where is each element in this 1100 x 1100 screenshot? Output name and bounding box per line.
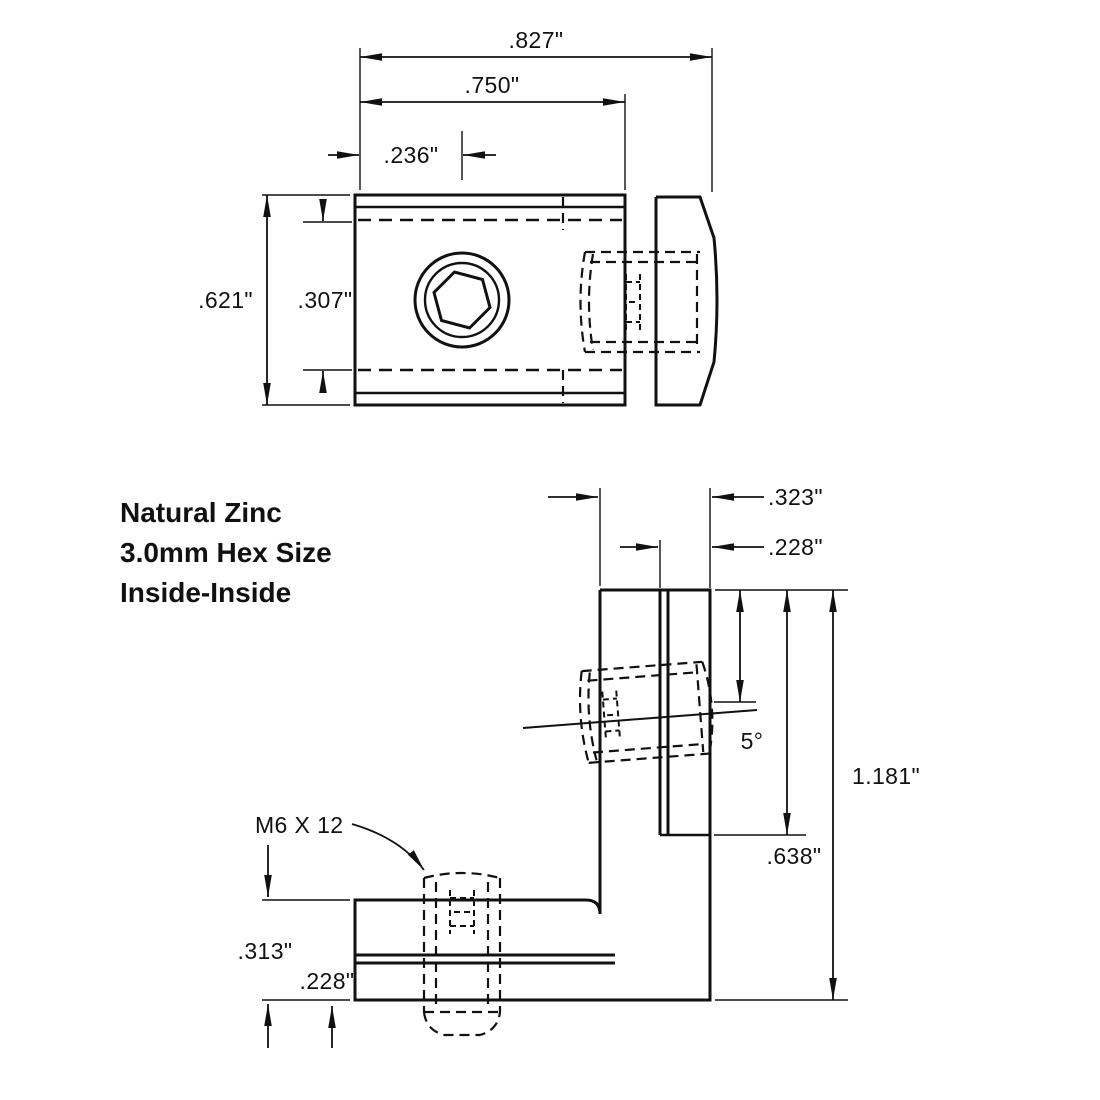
dim-body-width-label: .750" bbox=[465, 72, 520, 98]
dim-total-height-label: .621" bbox=[198, 287, 253, 313]
dim-depth-label: .323" bbox=[768, 484, 823, 510]
top-view-part bbox=[353, 193, 719, 407]
angle-centerline bbox=[522, 709, 758, 729]
dim-angle-label: 5° bbox=[741, 728, 764, 754]
top-view: .827" .750" .236" .621" .307" bbox=[198, 27, 719, 407]
dim-slot-label: .228" bbox=[768, 534, 823, 560]
dim-inner-height-label: .307" bbox=[298, 287, 353, 313]
dim-offset-label: .236" bbox=[384, 142, 439, 168]
tilted-set-screw bbox=[578, 660, 714, 764]
hex-socket bbox=[432, 270, 492, 330]
nut-body bbox=[353, 193, 627, 407]
vertical-screw-m6 bbox=[422, 871, 502, 1037]
flange-head bbox=[654, 195, 719, 407]
bottom-view-dimensions: .323" .228" 1.181" .638" 5° M6 X 12 .313… bbox=[238, 484, 920, 1048]
l-bracket-outline bbox=[353, 588, 712, 1002]
material-notes: Natural Zinc 3.0mm Hex Size Inside-Insid… bbox=[120, 497, 332, 608]
screw-callout-label: M6 X 12 bbox=[255, 812, 343, 838]
top-view-dimensions: .827" .750" .236" .621" .307" bbox=[198, 27, 713, 406]
socket-inner-circle bbox=[423, 261, 501, 339]
bottom-view: .323" .228" 1.181" .638" 5° M6 X 12 .313… bbox=[238, 484, 920, 1048]
note-line-2: 3.0mm Hex Size bbox=[120, 537, 332, 568]
dim-total-width-label: .827" bbox=[509, 27, 564, 53]
screw-callout-leader bbox=[351, 823, 425, 871]
dim-leg-thickness-label: .313" bbox=[238, 938, 293, 964]
hidden-threads-top-view bbox=[579, 250, 700, 354]
dim-leg-inner-label: .228" bbox=[300, 968, 355, 994]
dim-upper-label: .638" bbox=[767, 843, 822, 869]
dim-total-height-label: 1.181" bbox=[852, 763, 920, 789]
note-line-3: Inside-Inside bbox=[120, 577, 291, 608]
note-line-1: Natural Zinc bbox=[120, 497, 282, 528]
socket-outer-circle bbox=[413, 251, 511, 349]
bottom-view-part bbox=[353, 588, 758, 1037]
